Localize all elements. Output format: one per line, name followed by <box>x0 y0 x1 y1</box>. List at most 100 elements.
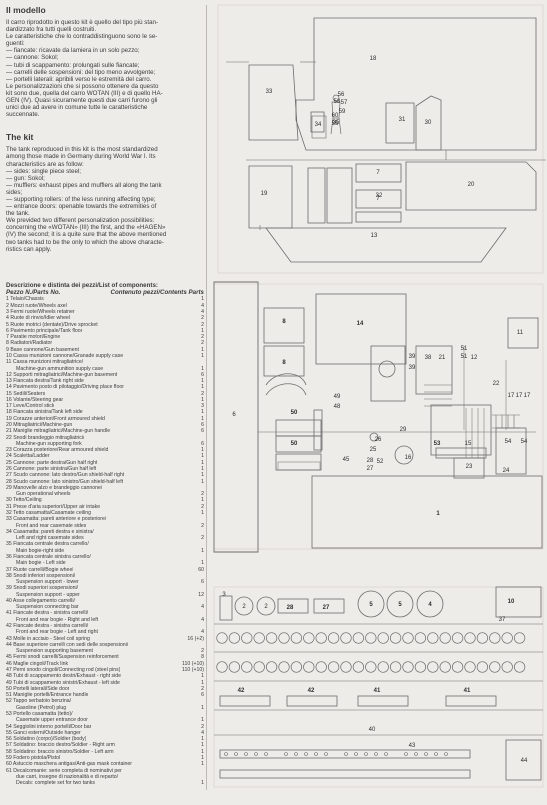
parts-row: 42 Fiancate destra - sinistra carrelli/ <box>6 623 204 629</box>
part-quantity: 110 (+10) <box>182 660 204 667</box>
bogie-wheel <box>414 632 427 644</box>
part-description: Front and rear bogie - Right and left <box>16 616 99 623</box>
part-description: 8 Radiatori/Radiator <box>6 340 53 347</box>
part-description: 21 Maniglie mitragliatrici/Machine-gun h… <box>6 428 111 435</box>
bogie-wheel <box>389 632 402 644</box>
part-number-label: 27 <box>367 466 374 472</box>
part-number-label: 2 <box>264 604 268 610</box>
part-description: 58 Soldatino: braccio sinistro/Soldier -… <box>6 748 114 755</box>
part-description: 59 Fodero pistola/Pistol <box>6 754 61 761</box>
bogie-wheel <box>340 661 352 673</box>
part-number-label: 38 <box>425 355 432 361</box>
part-description: 29 Manovelle alzo e brandeggio cannone/ <box>6 484 103 491</box>
bogie-wheel <box>476 632 489 644</box>
parts-number-column: Pezzo N./Parts No. <box>6 289 61 297</box>
kit-line: — mufflers: exhaust pipes and mufflers a… <box>6 181 162 189</box>
parts-row: 55 Ganci esterni/Outside hanger 4 <box>6 730 204 736</box>
part-description: Main bogie-right side <box>16 547 65 554</box>
part-quantity: 1 <box>201 704 204 711</box>
part-quantity: 6 <box>201 428 204 435</box>
bogie-wheel <box>241 661 253 673</box>
part-description: 44 Base superiore carrelli con sedi dell… <box>6 641 129 648</box>
part-number-label: 24 <box>503 468 510 474</box>
part-number-label: 6 <box>232 412 236 418</box>
parts-row: 21 Maniglie mitragliatrici/Machine-gun h… <box>6 428 204 434</box>
part-quantity: 2 <box>201 390 204 397</box>
part-number-label: 11 <box>517 330 524 336</box>
part-description: 53 Portello casamatta (tetto)/ <box>6 710 73 717</box>
part-number-label: 22 <box>493 381 500 387</box>
spring-seat <box>244 752 248 756</box>
part-number-label: 19 <box>261 191 268 197</box>
part-description: 1 Telaio/Chassis <box>6 296 44 303</box>
part-description: 14 Pavimento posto di pilotaggio/Driving… <box>6 384 124 391</box>
kit-line: characteristics are as follow: <box>6 160 84 168</box>
kit-line: ristics can apply. <box>6 245 52 253</box>
bogie-wheel <box>290 661 303 673</box>
part-description: 4 Ruote di rinvio/Idler wheel <box>6 315 71 322</box>
part-quantity: 2 <box>201 685 204 692</box>
part-description: 3 Fermi ruote/Wheels retainer <box>6 308 75 315</box>
bogie-wheel <box>489 632 501 644</box>
bogie-wheel <box>241 632 253 644</box>
kit-heading: The kit <box>6 132 34 143</box>
part-quantity: 1 <box>201 365 204 372</box>
part-number-label: 17 <box>524 393 531 399</box>
kit-line: — entrance doors: openable towards the e… <box>6 203 157 211</box>
parts-row: 19 Corazze anteriori/Front armoured shie… <box>6 416 204 422</box>
bogie-wheel <box>278 632 290 644</box>
part-number-label: 35 <box>333 120 340 126</box>
parts-row: 61 Decalcomanie: serie completa di nomin… <box>6 768 204 774</box>
part-quantity: 4 <box>201 729 204 736</box>
part-description: Suspension support - lower <box>16 579 79 586</box>
part-quantity: 1 <box>201 478 204 485</box>
part-number-label: 17 <box>508 393 515 399</box>
part-description: Suspension connecting bar <box>16 604 79 611</box>
bogie-wheel <box>389 661 402 673</box>
part-description: 50 Portelli laterali/Side door <box>6 685 70 692</box>
part-quantity: 1 <box>201 352 204 359</box>
part-quantity: 1 <box>201 346 204 353</box>
part-description: 54 Seggiolini interno portelli/Door bar <box>6 723 92 730</box>
part-quantity: 1 <box>201 447 204 454</box>
contents-column: Contenuto pezzi/Contents Parts <box>110 289 204 297</box>
part-description: 51 Maniglie portelli/Entrance handle <box>6 692 89 699</box>
bogie-wheel <box>402 632 414 644</box>
part-quantity: 2 <box>201 535 204 542</box>
parts-row: 26 Cannone: parte sinistra/Gun half left… <box>6 466 204 472</box>
part-quantity: 1 <box>201 384 204 391</box>
parts-row: 50 Portelli laterali/Side door 2 <box>6 686 204 692</box>
part-description: Gun operational wheels <box>16 491 71 498</box>
part-quantity: 1 <box>201 761 204 768</box>
parts-row: 23 Corazza posteriore/Rear armoured shie… <box>6 447 204 453</box>
part-number-label: 49 <box>334 394 341 400</box>
bogie-wheel <box>427 661 439 673</box>
bogie-wheel <box>290 632 303 644</box>
part-description: 55 Ganci esterni/Outside hanger <box>6 729 81 736</box>
part-number-label: 39 <box>409 365 416 371</box>
part-number-label: 55 <box>332 121 339 127</box>
part-description: 18 Fiancata sinistra/Tank left side <box>6 409 83 416</box>
part-quantity: 1 <box>201 472 204 479</box>
part-number-label: 30 <box>425 120 432 126</box>
part-number-label: 34 <box>315 122 322 128</box>
part-quantity: 1 <box>201 497 204 504</box>
part-description: Gasoline (Petrol) plug <box>16 704 67 711</box>
part-description: 25 Cannone: parte destra/Gun half right <box>6 459 98 466</box>
parts-row: Gasoline (Petrol) plug 1 <box>6 705 204 711</box>
part-number-label: 41 <box>374 688 381 694</box>
part-description: 45 Fermi snodi carrelli/Suspension reinf… <box>6 654 119 661</box>
part-number-label: 29 <box>400 427 407 433</box>
bogie-wheel <box>253 661 265 673</box>
